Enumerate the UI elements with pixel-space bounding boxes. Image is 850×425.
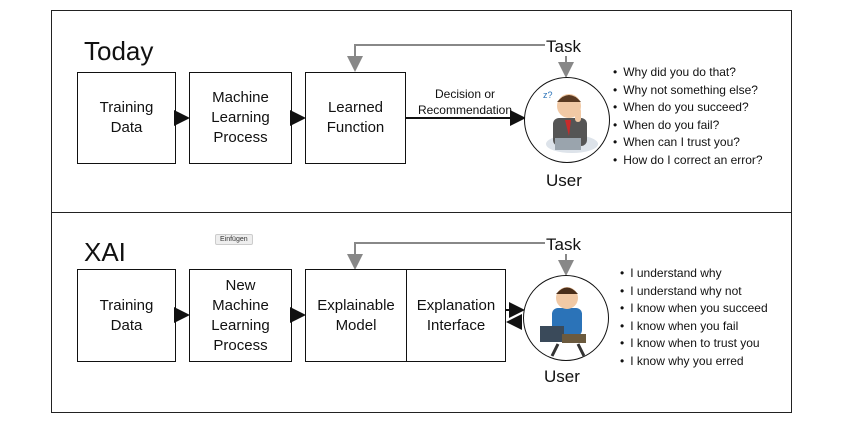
- explainable-model-box: Explainable Model: [305, 269, 407, 362]
- task-loop-line-today: [347, 44, 545, 72]
- understanding-item: I understand why: [620, 265, 768, 283]
- question-item: When can I trust you?: [613, 134, 763, 152]
- new-machine-learning-process-box: New Machine Learning Process: [189, 269, 292, 362]
- task-label-today: Task: [546, 37, 581, 56]
- understanding-item: I understand why not: [620, 283, 768, 301]
- user-label-today: User: [546, 171, 582, 190]
- understanding-item: I know why you erred: [620, 353, 768, 371]
- training-data-box: Training Data: [77, 72, 176, 164]
- understanding-item: I know when you fail: [620, 318, 768, 336]
- xai-panel: [51, 212, 792, 413]
- question-item: When do you succeed?: [613, 99, 763, 117]
- user-avatar-confused: z?: [524, 77, 610, 163]
- confused-user-icon: z?: [543, 90, 598, 153]
- understanding-item: I know when to trust you: [620, 335, 768, 353]
- learned-function-box: Learned Function: [305, 72, 406, 164]
- user-label-xai: User: [544, 367, 580, 386]
- confident-user-icon: [540, 287, 586, 357]
- decision-label: Decision or Recommendation: [417, 87, 513, 117]
- insert-tooltip: Einfügen: [215, 234, 253, 245]
- today-title: Today: [84, 36, 154, 66]
- question-item: How do I correct an error?: [613, 152, 762, 170]
- question-list: Why did you do that? Why not something e…: [613, 64, 763, 170]
- explanation-interface-box: Explanation Interface: [406, 269, 506, 362]
- question-item: Why did you do that?: [613, 64, 763, 82]
- user-avatar-confident: [523, 275, 609, 361]
- question-item: Why not something else?: [613, 82, 763, 100]
- machine-learning-process-box: Machine Learning Process: [189, 72, 292, 164]
- svg-text:z?: z?: [543, 90, 553, 100]
- task-loop-line-xai: [347, 242, 545, 270]
- xai-title: XAI: [84, 237, 126, 267]
- task-label-xai: Task: [546, 235, 581, 254]
- understanding-list: I understand why I understand why not I …: [620, 265, 768, 371]
- training-data-box-xai: Training Data: [77, 269, 176, 362]
- understanding-item: I know when you succeed: [620, 300, 767, 318]
- question-item: When do you fail?: [613, 117, 763, 135]
